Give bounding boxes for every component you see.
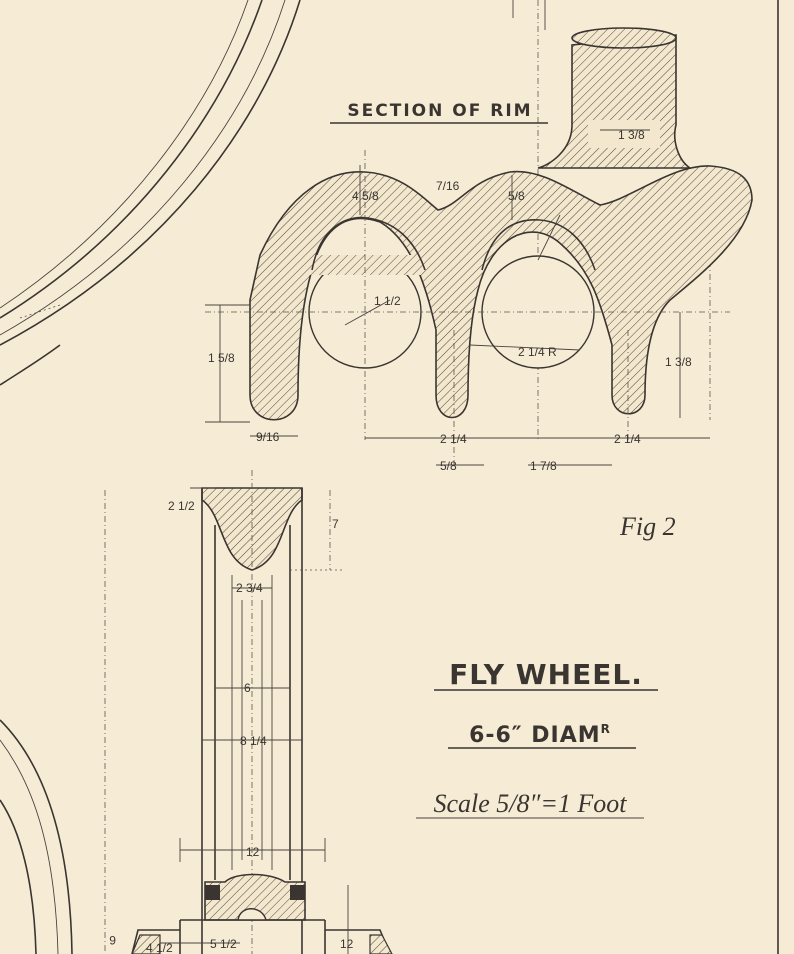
dim-top-b: 5/8 bbox=[508, 189, 525, 203]
rim-dimension-texts: 1 3/8 4 5/8 7/16 5/8 1 1/2 2 1/4 R 1 5/8… bbox=[208, 128, 692, 473]
wheel-outline-bottom bbox=[0, 719, 73, 954]
dim-top-a: 4 5/8 bbox=[352, 189, 379, 203]
drawing-title: FLY WHEEL. bbox=[449, 658, 643, 691]
dim-web-thin: 7/16 bbox=[436, 179, 460, 193]
rim-neck bbox=[537, 34, 693, 169]
dim-gap-mid: 1 7/8 bbox=[530, 459, 557, 473]
rim-body bbox=[249, 165, 753, 421]
dim-neck: 2 3/4 bbox=[236, 581, 263, 595]
figure-label: Fig 2 bbox=[619, 512, 676, 541]
dim-outer-width: 8 1/4 bbox=[240, 734, 267, 748]
dim-neck-width: 1 3/8 bbox=[618, 128, 645, 142]
dim-pitch-a: 2 1/4 bbox=[440, 432, 467, 446]
dim-overall-height: 1 5/8 bbox=[208, 351, 235, 365]
dim-side-left: 6 bbox=[109, 933, 116, 947]
dim-foot-width: 9/16 bbox=[256, 430, 280, 444]
arm-dimension-lines bbox=[104, 487, 349, 954]
arm-dimension-texts: 2 1/2 7 2 3/4 6 8 1/4 12 4 1/2 5 1/2 12 … bbox=[109, 499, 354, 954]
dim-radius: 2 1/4 R bbox=[518, 345, 557, 359]
dim-hub-left: 4 1/2 bbox=[146, 941, 173, 954]
dim-right-height: 1 3/8 bbox=[665, 355, 692, 369]
dim-hub-mid: 5 1/2 bbox=[210, 937, 237, 951]
dim-pitch-b: 2 1/4 bbox=[614, 432, 641, 446]
dim-top-small: 2 1/2 bbox=[168, 499, 195, 513]
dim-hole-diameter: 1 1/2 bbox=[374, 294, 401, 308]
title-block: FLY WHEEL. 6-6″ DIAMR Scale 5/8″=1 Foot bbox=[416, 658, 658, 819]
dim-gap-small: 5/8 bbox=[440, 459, 457, 473]
dim-hub-width: 12 bbox=[246, 845, 260, 859]
wheel-outline-top bbox=[0, 0, 301, 386]
arm-head bbox=[201, 487, 303, 571]
dim-inner-width: 6 bbox=[244, 681, 251, 695]
drawing-scale: Scale 5/8″=1 Foot bbox=[433, 789, 627, 818]
drawing-diameter: 6-6″ DIAMR bbox=[469, 722, 611, 748]
rim-dimension-lines bbox=[205, 129, 710, 466]
arm-section bbox=[131, 470, 393, 954]
dim-hub-right: 12 bbox=[340, 937, 354, 951]
rim-section bbox=[205, 27, 753, 470]
dim-top-depth: 7 bbox=[332, 517, 339, 531]
section-of-rim-label: SECTION OF RIM bbox=[347, 101, 532, 121]
